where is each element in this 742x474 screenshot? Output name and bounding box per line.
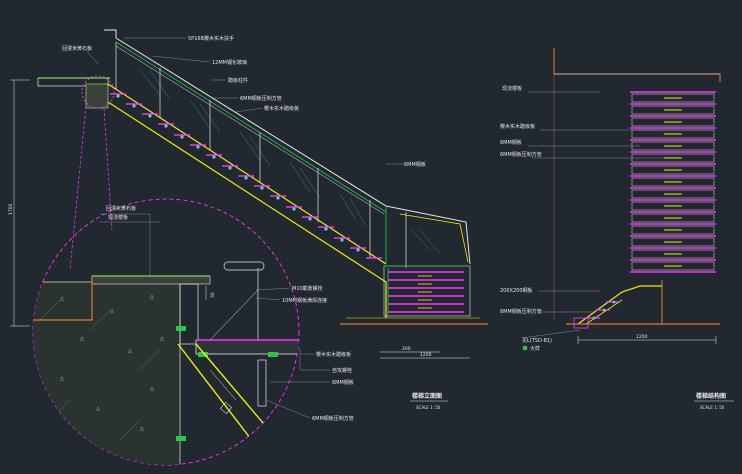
- detail-stringer-c: [209, 369, 237, 401]
- detail-label-tread: 樱木实木踏级板: [316, 351, 351, 358]
- elevation-leaders: [85, 37, 404, 165]
- detail-square-tube: [257, 359, 267, 407]
- section-scale: SCALE 1: 50: [700, 405, 725, 410]
- dim-base-200: 200: [402, 346, 411, 352]
- svg-text:△: △: [60, 296, 64, 302]
- svg-text:△: △: [80, 336, 84, 342]
- section-label-tread: 樱木实木踏级板: [500, 123, 535, 130]
- section-leaders: [521, 91, 664, 339]
- section-dim-1200: 1200: [636, 334, 648, 340]
- svg-text:△: △: [110, 308, 114, 314]
- detail-brace: [209, 289, 259, 341]
- svg-text:△: △: [150, 386, 154, 392]
- detail-plate-marker: [219, 401, 233, 415]
- detail-marble-slab: [91, 275, 211, 285]
- section-title: 楼梯结构图: [696, 392, 726, 400]
- detail-dim-30: 30: [210, 292, 216, 298]
- detail-callout-small: [81, 75, 115, 109]
- detail-rail-pipe: [223, 261, 265, 271]
- detail-green-a: [198, 352, 208, 357]
- label-glass: 12MM钢化玻璃: [212, 59, 247, 66]
- section-base-block: [573, 317, 589, 329]
- detail-label-screw: 自攻螺栓: [332, 367, 352, 374]
- handrail-glass-top: [115, 45, 385, 215]
- svg-text:△: △: [70, 436, 74, 442]
- detail-label-glue: 10MM钢板满焊连接: [282, 297, 327, 304]
- detail-label-marble: 回漫米黄石板: [106, 205, 136, 212]
- section-label-angle: 200X200钢板: [500, 287, 533, 294]
- winder-stack: [383, 265, 471, 317]
- detail-green-b: [268, 352, 278, 357]
- detail-green-c: [176, 326, 186, 331]
- handrail-inner: [115, 41, 387, 213]
- elevation-title: 楼梯立面图: [412, 392, 442, 400]
- label-steel-plate: 6MM钢板: [404, 161, 426, 168]
- section-detail-marker: [522, 345, 528, 351]
- handrail-end: [399, 213, 469, 263]
- detail-stringer-b: [177, 343, 291, 465]
- section-label-steel-plate: 6MM钢板: [500, 139, 522, 146]
- detail-label-finish: 现浇楼板: [108, 214, 128, 221]
- section-label-finish: 现浇楼板: [502, 85, 522, 92]
- detail-stringer-a: [195, 343, 299, 465]
- label-handrail: 5P16B樱木实木扶手: [188, 35, 234, 42]
- section-label-square-tube: 6MM钢板压制方管: [500, 151, 542, 158]
- detail-circle: [32, 198, 300, 466]
- detail-steel-bracket: [179, 283, 199, 345]
- svg-text:△: △: [60, 376, 64, 382]
- section-stringer: [577, 285, 662, 325]
- svg-text:△: △: [150, 294, 154, 300]
- detail-label-square-tube: 6MM钢板压制方管: [312, 415, 354, 422]
- elevation-treads: [110, 93, 382, 259]
- svg-text:△: △: [128, 348, 132, 354]
- detail-label-bolt: M10膨胀螺栓: [292, 285, 323, 292]
- detail-green-d: [176, 436, 186, 441]
- stringer-top: [107, 83, 387, 265]
- label-tread: 樱木实木踏级板: [264, 105, 299, 112]
- elevation-scale: SCALE 1: 50: [416, 405, 441, 410]
- label-flat-steel: 6MM钢板压制方管: [240, 95, 282, 102]
- detail-enlargement: △ △ △ △ △ △ △ △ △ △ △ △ 30: [32, 198, 354, 466]
- section-wall: [553, 48, 721, 82]
- section-label-detail-ref: 见L(TSD-B1): [522, 338, 552, 344]
- detail-label-steel-plate: 6MM钢板: [332, 379, 354, 386]
- svg-text:△: △: [96, 406, 100, 412]
- svg-text:△: △: [140, 426, 144, 432]
- label-baluster: 踏级柱件: [228, 77, 248, 84]
- landing-marble: [85, 83, 109, 109]
- svg-text:△: △: [112, 456, 116, 462]
- detail-tread: [195, 339, 299, 355]
- balusters: [115, 42, 407, 268]
- callout-leader-2: [103, 107, 113, 231]
- dim-height-text: 1700: [8, 203, 14, 215]
- section-steps: [630, 91, 716, 273]
- detail-leaders: [100, 213, 330, 419]
- section-label-square-tube-2: 6MM钢板压制方管: [500, 308, 542, 315]
- svg-text:△: △: [160, 336, 164, 342]
- tread-bolts: [116, 94, 360, 252]
- glass-hatch: [139, 69, 441, 255]
- concrete-block: [33, 281, 181, 465]
- handrail: [104, 29, 471, 265]
- section-low-bolts: [592, 300, 616, 320]
- stringer-bottom: [107, 101, 387, 318]
- section-stringer-2: [585, 299, 623, 325]
- label-marble: 回漫米黄石板: [62, 45, 92, 52]
- section-label-detail-tag: 大样: [530, 345, 540, 352]
- callout-leader-1: [69, 105, 87, 271]
- stair-section: 现浇楼板 樱木实木踏级板 6MM钢板 6MM钢板压制方管 200X200钢板 6…: [500, 48, 734, 410]
- stair-elevation: 1700: [8, 29, 488, 410]
- dim-base-1200: 1200: [420, 352, 432, 358]
- detail-orange-edge: [33, 276, 93, 321]
